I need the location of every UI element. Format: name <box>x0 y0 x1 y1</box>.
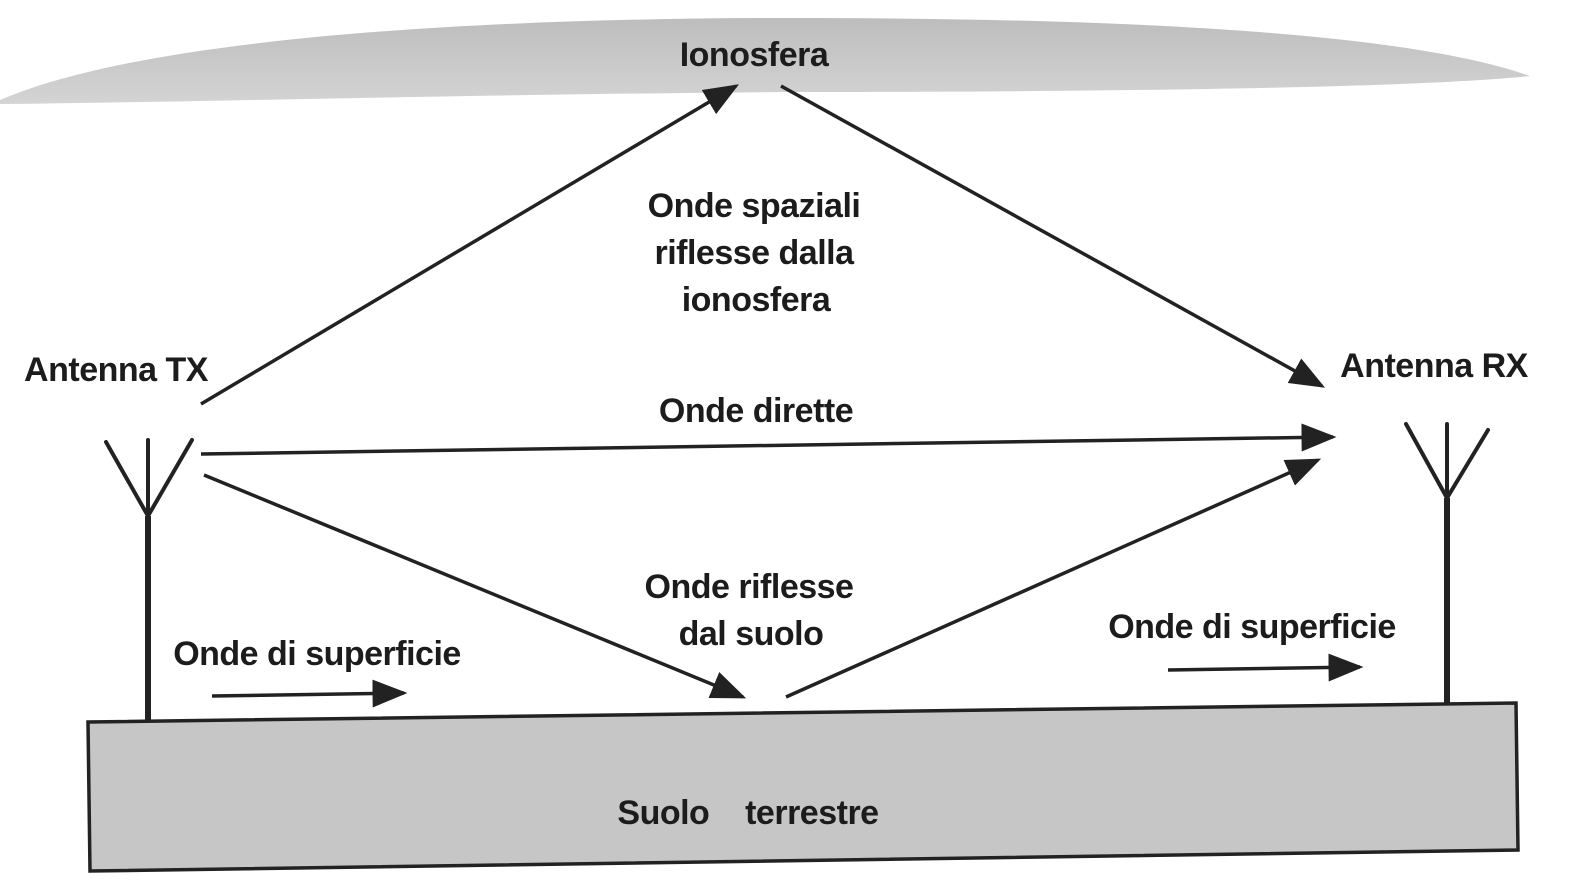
ground-reflected-label-line1: Onde riflesse <box>645 568 854 606</box>
ground-reflect-down-arrow <box>203 473 747 699</box>
ground-reflect-up-arrow <box>785 458 1322 699</box>
ionosphere-band <box>0 18 1530 104</box>
ground-reflected-label-line2: dal suolo <box>679 615 824 653</box>
sky-wave-label-line2: riflesse dalla <box>654 234 855 272</box>
ground-slab <box>86 701 1520 873</box>
ionosphere-label: Ionosfera <box>680 36 830 74</box>
surface-wave-right-arrow <box>1167 653 1364 682</box>
direct-waves-label: Onde dirette <box>659 392 853 430</box>
ground-label: Suolo terrestre <box>617 794 878 832</box>
surface-wave-left-arrow <box>211 679 408 708</box>
surface-waves-left-label: Onde di superficie <box>173 635 461 673</box>
tx-antenna <box>104 438 194 721</box>
rx-antenna <box>1404 422 1490 703</box>
surface-waves-right-label: Onde di superficie <box>1108 608 1396 646</box>
direct-wave-arrow <box>200 423 1337 456</box>
antenna-tx-label: Antenna TX <box>24 351 209 389</box>
antenna-rx-label: Antenna RX <box>1340 347 1529 385</box>
sky-wave-label-line1: Onde spaziali <box>648 187 861 225</box>
sky-wave-up-arrow <box>200 84 740 406</box>
sky-wave-down-arrow <box>780 84 1326 388</box>
sky-wave-label-line3: ionosfera <box>682 281 832 319</box>
